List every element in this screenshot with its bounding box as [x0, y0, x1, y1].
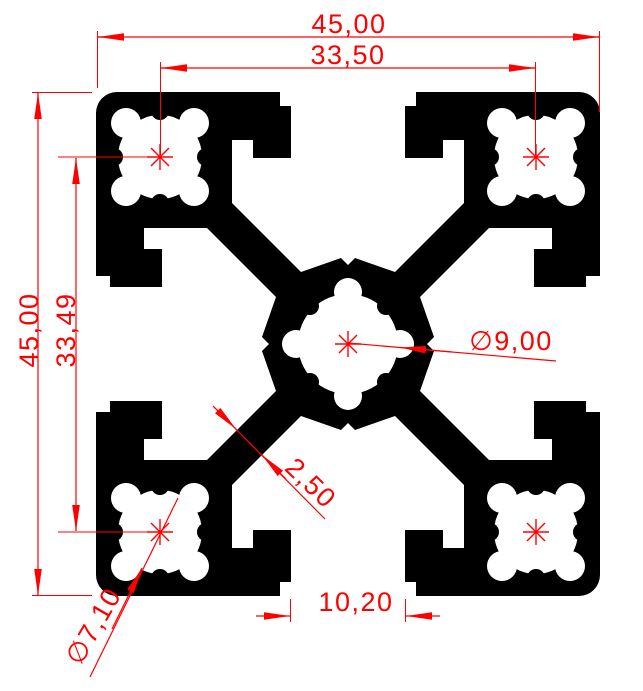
dimension-outer-height: 45,00	[14, 92, 92, 596]
dimension-label-slot-spacing-horizontal: 33,50	[310, 40, 385, 70]
dimension-label-outer-height: 45,00	[14, 292, 44, 367]
dimension-slot-spacing-horizontal: 33,50	[160, 40, 536, 155]
dimension-label-slot-opening: 10,20	[318, 587, 393, 617]
dimension-hole-spacing-vertical: 33,49	[51, 156, 150, 533]
dimension-slot-opening: 10,20	[256, 587, 440, 622]
dimension-label-center-bore: ∅9,00	[469, 326, 553, 356]
dimension-center-bore: ∅9,00	[347, 326, 557, 362]
dimension-label-hole-spacing-vertical: 33,49	[51, 292, 81, 367]
dimension-outer-width: 45,00	[97, 9, 600, 112]
dimension-label-outer-width: 45,00	[311, 9, 386, 39]
